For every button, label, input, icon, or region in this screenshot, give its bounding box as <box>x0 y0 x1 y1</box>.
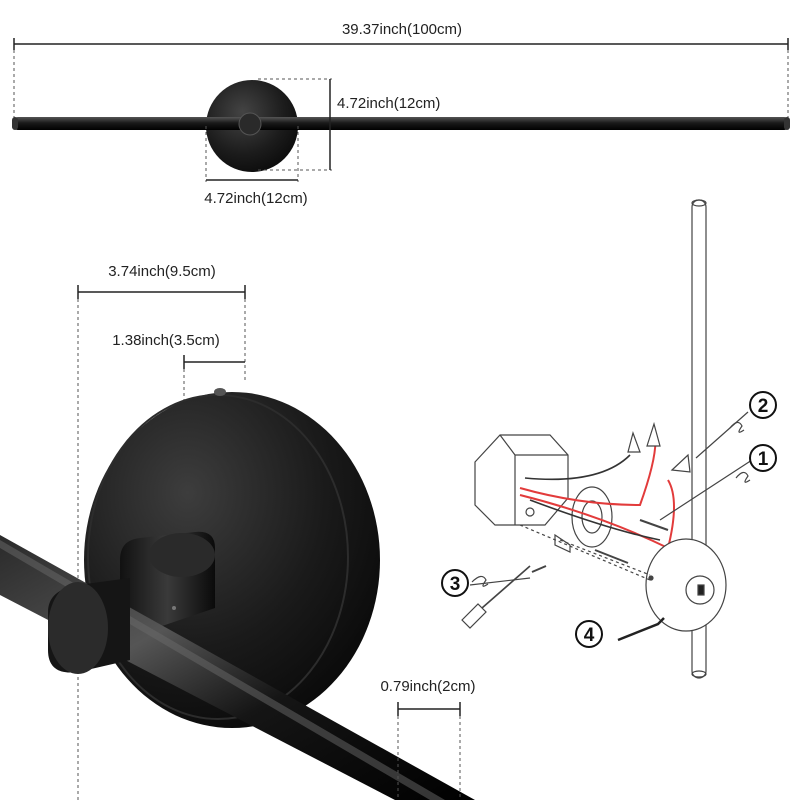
mount-closeup-view: 3.74inch(9.5cm) 1.38inch(3.5cm) 0.79inch… <box>0 263 476 800</box>
arm-knob <box>238 112 262 136</box>
anchor-coil-icon <box>471 575 489 587</box>
light-bar <box>12 117 790 130</box>
step-2-badge <box>749 391 777 419</box>
total-length-label: 39.37inch(100cm) <box>342 21 462 38</box>
step-3-leader <box>469 577 531 586</box>
arm-end-face <box>149 533 215 577</box>
arm-width-label: 1.38inch(3.5cm) <box>112 332 220 349</box>
step-2-leader <box>695 411 749 459</box>
step-1-badge <box>749 444 777 472</box>
junction-box-inner <box>499 434 568 525</box>
wire-nut-icon <box>627 431 641 453</box>
screwdriver-shaft-icon <box>481 565 531 609</box>
assembly-guide-line-2 <box>559 539 651 576</box>
step-3-badge <box>441 569 469 597</box>
wire-red <box>519 434 657 507</box>
base-height-label: 4.72inch(12cm) <box>337 95 440 112</box>
bar-end-cap-left <box>12 117 18 130</box>
install-tube-bottom-cap <box>691 670 707 678</box>
bracket-tab <box>554 533 571 553</box>
step-badges: 1 2 3 4 <box>441 391 777 648</box>
base-diameter-label: 3.74inch(9.5cm) <box>108 263 216 280</box>
screw-coil-icon-2 <box>735 471 751 483</box>
screwdriver-icon <box>461 603 487 629</box>
step-1-leader <box>659 459 753 521</box>
step-4-badge <box>575 620 603 648</box>
step-2-number: 2 <box>758 396 769 417</box>
installation-diagram <box>461 199 753 679</box>
base-width-label: 4.72inch(12cm) <box>204 190 307 207</box>
mounting-screw-icon <box>594 549 629 564</box>
collar-screw-icon <box>172 606 176 610</box>
screw-coil-icon <box>729 421 745 433</box>
top-fixture-view: 39.37inch(100cm) 4.72inch(12cm) 4.72inch… <box>12 21 790 207</box>
wire-nut-icon-2 <box>646 421 661 447</box>
collar-end-face <box>48 582 108 674</box>
backplate-dot-icon <box>648 575 654 581</box>
bar-end-cap-right <box>784 117 790 130</box>
wire-red-2 <box>519 479 675 550</box>
step-3-number: 3 <box>450 574 461 595</box>
step-4-number: 4 <box>584 625 595 646</box>
tube-diameter-label: 0.79inch(2cm) <box>380 678 475 695</box>
mounting-bracket-center <box>581 500 603 534</box>
step-1-number: 1 <box>758 449 769 470</box>
set-screw <box>214 388 226 396</box>
fixture-backplate-icon <box>645 538 727 632</box>
wire-nut-icon-3 <box>670 453 691 473</box>
wire-black-2 <box>529 499 661 541</box>
hex-key-icon <box>617 617 665 642</box>
install-tube-top-cap <box>691 199 707 207</box>
junction-box-hole <box>525 507 535 517</box>
anchor-screw-icon <box>531 565 547 573</box>
fixture-backplate-screw <box>697 584 705 596</box>
wire-black <box>524 454 631 481</box>
mounting-screw-icon-2 <box>639 519 669 531</box>
